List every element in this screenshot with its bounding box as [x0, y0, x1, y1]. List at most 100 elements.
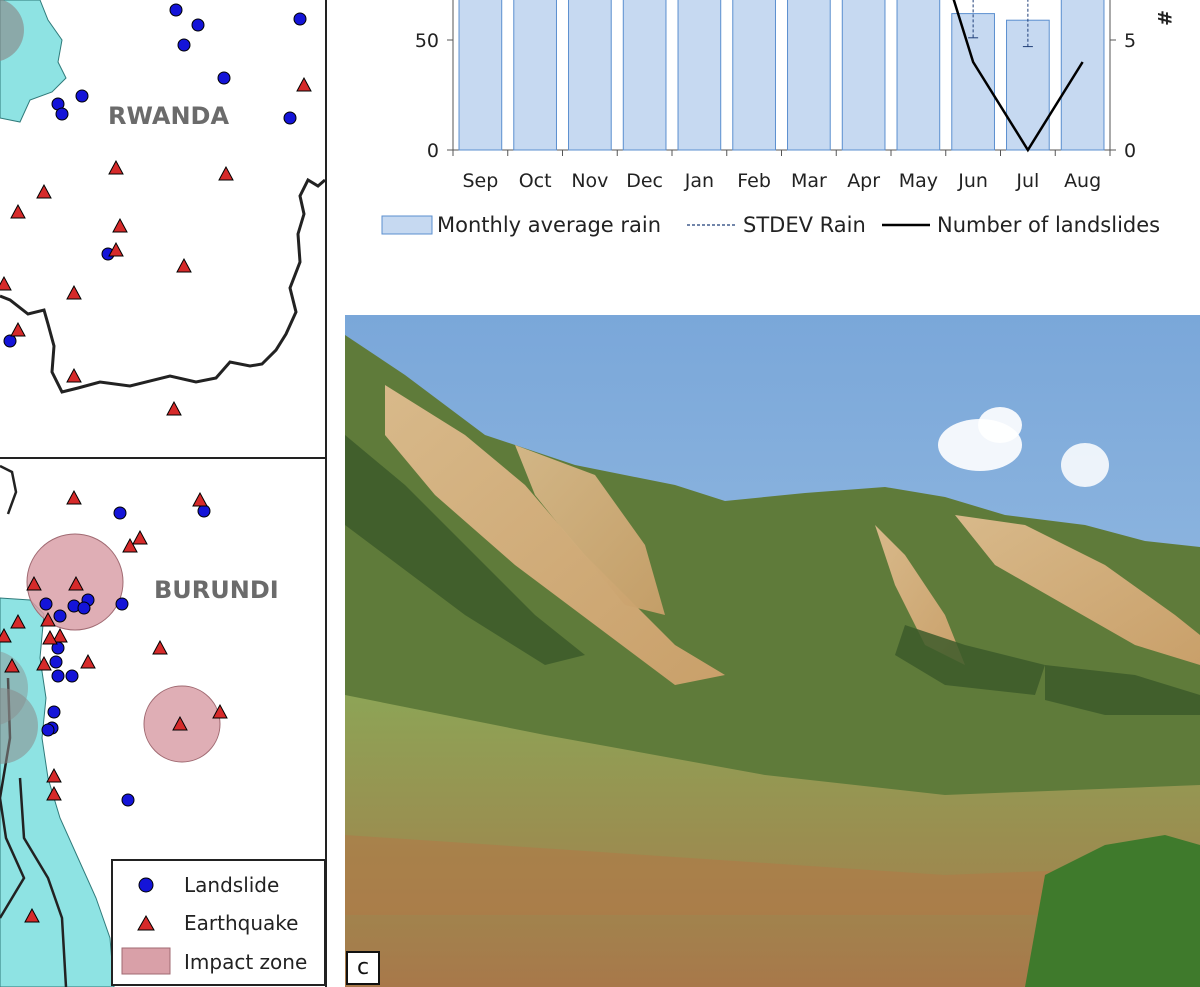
landslide-marker — [191, 18, 205, 32]
landslide-marker — [53, 609, 67, 623]
rain-bar — [568, 0, 612, 151]
landslide-marker — [115, 597, 129, 611]
landslide-marker — [41, 723, 55, 737]
earthquake-marker — [68, 575, 84, 591]
legend-rain-swatch — [381, 215, 433, 235]
landslide-marker — [51, 669, 65, 683]
banana-trees — [1025, 835, 1200, 987]
landslides-line — [952, 0, 1084, 153]
earthquake-marker — [40, 611, 56, 627]
rain-bar — [622, 0, 667, 151]
earthquake-marker — [36, 655, 52, 671]
earthquake-marker — [166, 400, 182, 416]
earthquake-marker — [0, 275, 12, 291]
month-label: Jul — [1015, 170, 1039, 192]
country-label-rwanda: RWANDA — [108, 102, 229, 130]
country-border — [0, 177, 326, 394]
earthquake-marker — [66, 489, 82, 505]
impact-zone-legend-icon — [121, 947, 171, 975]
landslide-photo — [345, 315, 1200, 987]
right-axis-label: # — [1153, 10, 1175, 26]
legend-impact-zone-label: Impact zone — [184, 950, 307, 974]
impact-zone — [0, 0, 24, 61]
chart-legend: Monthly average rain STDEV Rain Number o… — [381, 213, 1160, 237]
landslide-marker — [197, 504, 211, 518]
earthquake-marker — [192, 491, 208, 507]
month-label: Apr — [847, 170, 880, 192]
month-label: Jun — [957, 170, 988, 192]
earthquake-marker — [66, 367, 82, 383]
earthquake-marker — [10, 203, 26, 219]
legend-earthquake-label: Earthquake — [184, 911, 298, 935]
earthquake-marker — [42, 629, 58, 645]
earthquake-marker — [24, 907, 40, 923]
earthquake-marker — [66, 284, 82, 300]
earthquake-marker — [112, 217, 128, 233]
month-label: Oct — [519, 170, 552, 192]
landslide-marker — [177, 38, 191, 52]
month-label: Sep — [462, 170, 498, 192]
cloud — [1061, 443, 1109, 487]
landslide-marker — [113, 506, 127, 520]
rain-bar — [513, 0, 557, 151]
earthquake-marker — [52, 627, 68, 643]
rwanda-points — [0, 3, 312, 416]
legend-stdev-label: STDEV Rain — [743, 213, 866, 237]
landslide-marker — [65, 669, 79, 683]
burundi-map-panel: BURUNDI Landslide Earthquake Impact zone — [0, 458, 327, 987]
landslide-marker — [169, 3, 183, 17]
landslide-scar — [875, 525, 965, 665]
burundi-points — [0, 489, 228, 923]
map-legend: Landslide Earthquake Impact zone — [111, 859, 326, 986]
month-label: Nov — [571, 170, 608, 192]
landslide-marker — [217, 71, 231, 85]
impact-zone — [0, 688, 38, 764]
landslide-marker — [55, 107, 69, 121]
earthquake-marker — [108, 241, 124, 257]
landslide-marker — [39, 597, 53, 611]
rain-landslide-chart: 0500510#SepOctNovDecJanFebMarAprMayJunJu… — [381, 0, 1175, 237]
rain-bar — [458, 0, 503, 151]
earthquake-marker — [212, 703, 228, 719]
earthquake-marker — [108, 159, 124, 175]
left-tick-label: 50 — [415, 30, 439, 52]
earthquake-marker — [132, 529, 148, 545]
month-label: Mar — [791, 170, 827, 192]
cloud — [978, 407, 1022, 443]
rain-bar — [787, 0, 831, 151]
earthquake-marker — [26, 575, 42, 591]
earthquake-marker — [176, 257, 192, 273]
country-border — [0, 464, 18, 515]
fault-line — [18, 777, 68, 987]
earthquake-marker — [4, 657, 20, 673]
rain-bar — [841, 0, 886, 151]
landslide-marker — [77, 601, 91, 615]
landslide-marker — [75, 89, 89, 103]
earthquake-marker — [10, 613, 26, 629]
landslide-marker — [47, 705, 61, 719]
earthquake-marker — [296, 76, 312, 92]
legend-landslides-label: Number of landslides — [937, 213, 1160, 237]
earthquake-marker — [46, 785, 62, 801]
landslide-scar — [385, 385, 725, 685]
landslide-marker — [3, 334, 17, 348]
landslide-scar — [515, 445, 665, 615]
rain-bar — [732, 0, 776, 151]
rwanda-map-panel: RWANDA — [0, 0, 327, 459]
left-tick-label: 0 — [427, 140, 439, 162]
forest — [895, 625, 1045, 695]
rain-bar — [896, 0, 941, 151]
rain-bar — [677, 0, 722, 151]
farmland-terrace — [345, 835, 1200, 915]
landslide-marker — [49, 655, 63, 669]
legend-landslide-label: Landslide — [184, 873, 279, 897]
month-label: Jan — [684, 170, 714, 192]
landslide-marker — [283, 111, 297, 125]
country-label-burundi: BURUNDI — [154, 576, 279, 604]
rain-bar — [951, 13, 995, 151]
earthquake-marker — [152, 639, 168, 655]
earthquake-marker — [46, 767, 62, 783]
landslide-scar — [955, 515, 1200, 665]
forest — [1045, 665, 1200, 715]
earthquake-marker — [36, 183, 52, 199]
